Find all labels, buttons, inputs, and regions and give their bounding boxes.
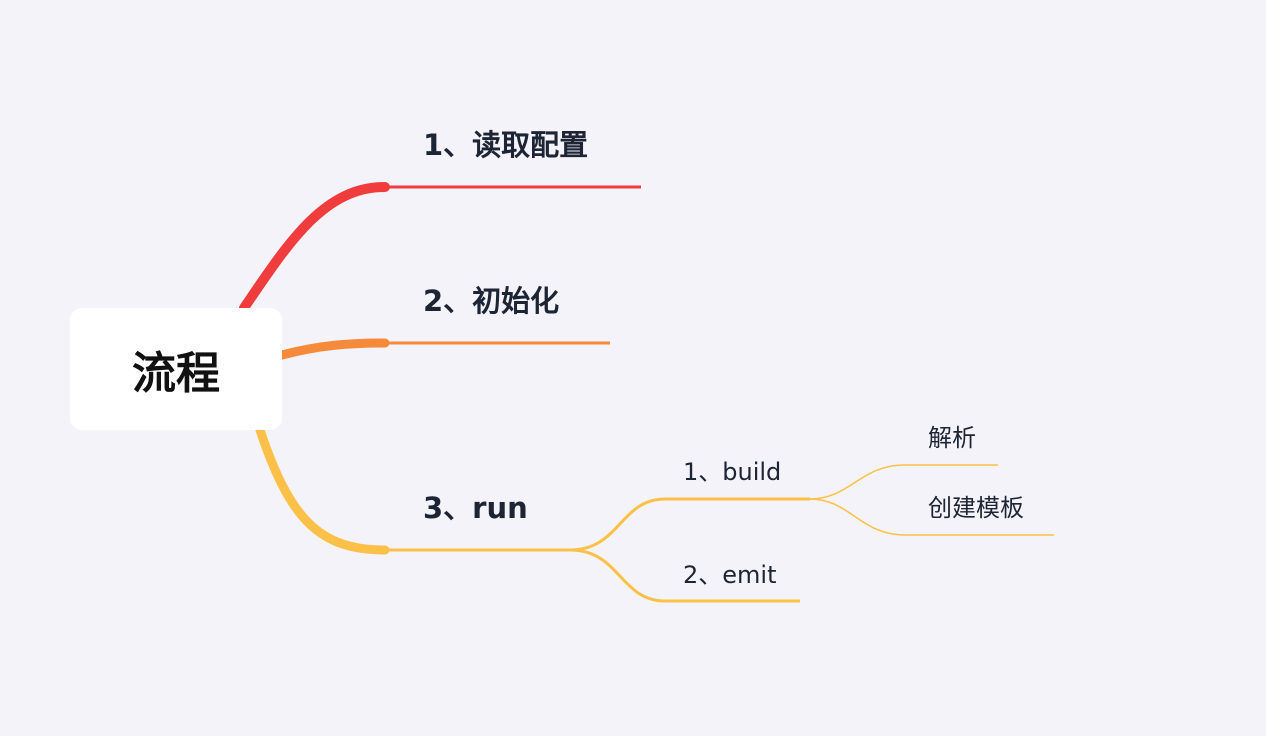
connector-to-create-template	[809, 498, 906, 536]
branch-label: 1、读取配置	[423, 128, 589, 162]
branch-node-run[interactable]: 3、run	[423, 494, 528, 523]
leaf-label: 解析	[928, 424, 976, 452]
subnode-emit[interactable]: 2、emit	[683, 563, 777, 587]
branch-label: 2、初始化	[423, 284, 560, 318]
connector-to-emit	[569, 548, 666, 603]
leaf-label: 创建模板	[928, 494, 1024, 522]
subnode-build[interactable]: 1、build	[683, 460, 781, 484]
root-node[interactable]: 流程	[70, 308, 282, 430]
branch-node-read-config[interactable]: 1、读取配置	[423, 131, 588, 160]
leaf-node-parse[interactable]: 解析	[928, 426, 976, 450]
branch-label: 3、run	[423, 491, 528, 525]
connector-to-build	[569, 497, 666, 552]
subnode-label: 2、emit	[683, 561, 777, 589]
connector-to-parse	[809, 464, 906, 500]
connector-root-to-branch-3	[255, 425, 390, 555]
connector-root-to-branch-1	[239, 182, 390, 313]
leaf-node-create-template[interactable]: 创建模板	[928, 496, 1024, 520]
subnode-label: 1、build	[683, 458, 782, 486]
connector-root-to-branch-2	[277, 338, 390, 360]
root-label: 流程	[132, 348, 220, 399]
branch-node-initialize[interactable]: 2、初始化	[423, 287, 559, 316]
